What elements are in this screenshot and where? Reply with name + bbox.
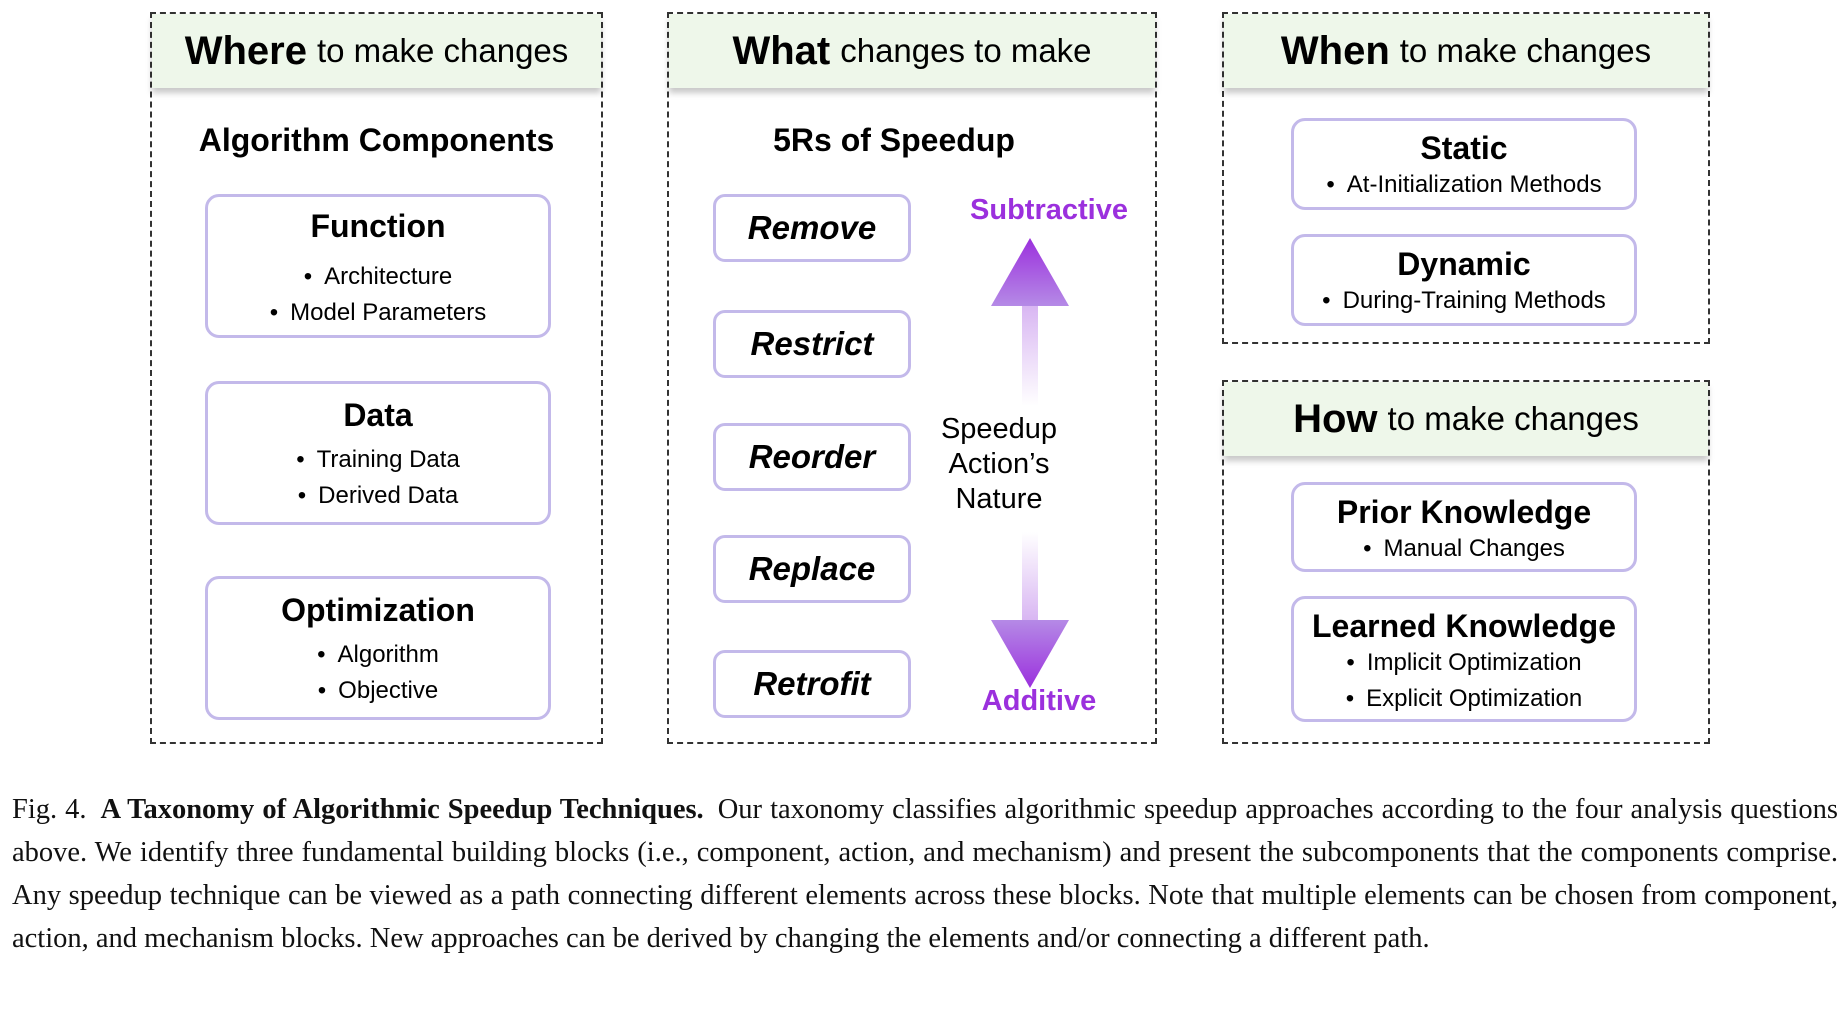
when-panel: When to make changes Static At-Initializ… <box>1222 12 1710 344</box>
dynamic-card-title: Dynamic <box>1397 246 1531 282</box>
arrow-up-icon <box>991 238 1069 406</box>
how-header: How to make changes <box>1224 382 1708 456</box>
arrow-up-head <box>991 238 1069 306</box>
action-reorder: Reorder <box>713 423 911 491</box>
arrow-down-icon <box>991 532 1069 688</box>
optimization-item: Objective <box>318 673 438 709</box>
algorithm-components-title: Algorithm Components <box>198 122 555 158</box>
subtractive-label: Subtractive <box>970 194 1128 226</box>
what-header: What changes to make <box>669 14 1155 88</box>
what-header-text: changes to make <box>840 32 1092 69</box>
action-retrofit: Retrofit <box>713 650 911 718</box>
learned-knowledge-card: Learned Knowledge Implicit Optimization … <box>1291 596 1637 722</box>
figure-caption: Fig. 4. A Taxonomy of Algorithmic Speedup… <box>12 788 1838 960</box>
data-item: Derived Data <box>298 478 458 514</box>
dynamic-card: Dynamic During-Training Methods <box>1291 234 1637 326</box>
arrow-down-head <box>991 620 1069 688</box>
when-header-keyword: When <box>1280 28 1390 73</box>
learned-knowledge-item: Implicit Optimization <box>1346 645 1582 681</box>
static-card: Static At-Initialization Methods <box>1291 118 1637 210</box>
how-header-keyword: How <box>1293 396 1378 441</box>
optimization-item: Algorithm <box>317 637 439 673</box>
where-header: Where to make changes <box>152 14 601 88</box>
five-rs-title: 5Rs of Speedup <box>773 122 1015 158</box>
dynamic-item: During-Training Methods <box>1322 283 1606 319</box>
speedup-nature-label: Speedup Action’s Nature <box>940 413 1058 515</box>
optimization-card-title: Optimization <box>281 592 475 628</box>
what-header-keyword: What <box>732 28 831 73</box>
figure-number: Fig. 4. <box>12 794 87 825</box>
how-panel: How to make changes Prior Knowledge Manu… <box>1222 380 1710 744</box>
prior-knowledge-title: Prior Knowledge <box>1336 494 1592 530</box>
prior-knowledge-card: Prior Knowledge Manual Changes <box>1291 482 1637 572</box>
where-header-keyword: Where <box>184 28 307 73</box>
arrow-down-shaft <box>1022 532 1038 624</box>
optimization-card: Optimization Algorithm Objective <box>205 576 551 720</box>
data-item: Training Data <box>296 442 460 478</box>
learned-knowledge-item: Explicit Optimization <box>1346 681 1582 717</box>
where-panel: Where to make changes Algorithm Componen… <box>150 12 603 744</box>
learned-knowledge-title: Learned Knowledge <box>1311 608 1617 644</box>
function-card-title: Function <box>310 208 446 244</box>
function-item: Model Parameters <box>270 295 486 331</box>
what-panel: What changes to make 5Rs of Speedup Remo… <box>667 12 1157 744</box>
action-remove: Remove <box>713 194 911 262</box>
function-item: Architecture <box>304 259 452 295</box>
data-card-title: Data <box>343 397 413 433</box>
how-header-text: to make changes <box>1387 400 1639 437</box>
action-replace: Replace <box>713 535 911 603</box>
static-item: At-Initialization Methods <box>1326 167 1602 203</box>
static-card-title: Static <box>1420 130 1508 166</box>
data-card: Data Training Data Derived Data <box>205 381 551 525</box>
arrow-up-shaft <box>1022 302 1038 406</box>
action-restrict: Restrict <box>713 310 911 378</box>
prior-knowledge-item: Manual Changes <box>1363 531 1564 567</box>
additive-label: Additive <box>981 685 1097 717</box>
function-card: Function Architecture Model Parameters <box>205 194 551 338</box>
where-header-text: to make changes <box>316 32 569 69</box>
when-header-text: to make changes <box>1399 32 1652 69</box>
caption-title: A Taxonomy of Algorithmic Speedup Techni… <box>100 794 704 825</box>
caption-text: Our taxonomy classifies algorithmic spee… <box>12 794 1838 954</box>
when-header: When to make changes <box>1224 14 1708 88</box>
